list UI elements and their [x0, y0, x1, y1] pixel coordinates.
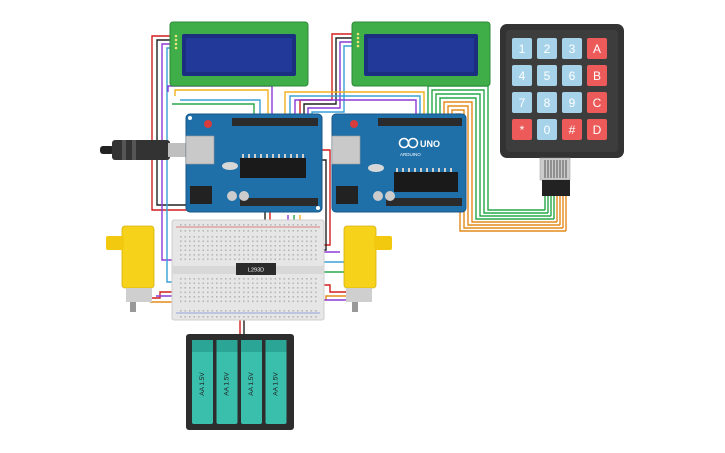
battery-cell: AA 1.5V — [192, 340, 213, 424]
keypad-key-label: 5 — [544, 69, 551, 83]
keypad-key-label: 7 — [519, 96, 526, 110]
keypad-key[interactable]: 9 — [562, 92, 582, 113]
keypad-key-label: 4 — [519, 69, 526, 83]
arduino-board-1 — [185, 113, 323, 213]
arduino-board-2: UNO ARDUINO — [331, 113, 467, 213]
keypad-keys: 1 2 3 A 4 5 6 B 7 8 9 C * 0 # D — [512, 38, 607, 140]
battery-pack: AA 1.5V AA 1.5V AA 1.5V AA 1.5V — [186, 334, 294, 430]
keypad-key-label: 6 — [569, 69, 576, 83]
usb-cable — [100, 140, 188, 160]
keypad-key[interactable]: A — [587, 38, 607, 59]
battery-cell: AA 1.5V — [241, 340, 262, 424]
keypad-key[interactable]: 6 — [562, 65, 582, 86]
keypad-key[interactable]: 5 — [537, 65, 557, 86]
dc-motor-right — [343, 225, 392, 312]
arduino-logo-icon — [398, 137, 419, 149]
battery-cell-label: AA 1.5V — [273, 372, 280, 396]
battery-cell: AA 1.5V — [216, 340, 238, 424]
keypad-key-label: 8 — [544, 96, 551, 110]
keypad-key[interactable]: D — [587, 119, 607, 140]
lcd-display-2 — [351, 21, 491, 87]
keypad-key[interactable]: 7 — [512, 92, 532, 113]
keypad-key-label: 9 — [569, 96, 576, 110]
keypad-key-label: # — [569, 123, 576, 137]
keypad-key[interactable]: 2 — [537, 38, 557, 59]
keypad-key-label: 3 — [569, 42, 576, 56]
keypad-key[interactable]: 1 — [512, 38, 532, 59]
keypad-key-label: 2 — [544, 42, 551, 56]
keypad-key[interactable]: * — [512, 119, 532, 140]
dc-motor-left — [106, 225, 155, 312]
keypad-key[interactable]: B — [587, 65, 607, 86]
battery-cell-label: AA 1.5V — [248, 372, 255, 396]
keypad-key-label: 0 — [544, 123, 551, 137]
arduino-brand-label: ARDUINO — [400, 152, 421, 157]
keypad-key-label: D — [593, 123, 602, 137]
keypad: 1 2 3 A 4 5 6 B 7 8 9 C * 0 # D — [500, 24, 624, 196]
battery-cell-label: AA 1.5V — [199, 372, 206, 396]
keypad-key-label: * — [520, 123, 525, 137]
arduino-model-label: UNO — [420, 139, 440, 149]
battery-cell: AA 1.5V — [265, 340, 287, 424]
lcd-display-1 — [169, 21, 309, 87]
keypad-key-label: C — [593, 96, 602, 110]
battery-cell-label: AA 1.5V — [224, 372, 231, 396]
breadboard: L293D — [171, 219, 325, 321]
keypad-key[interactable]: 3 — [562, 38, 582, 59]
keypad-key[interactable]: 8 — [537, 92, 557, 113]
keypad-key-label: B — [593, 69, 601, 83]
keypad-key[interactable]: 0 — [537, 119, 557, 140]
motor-driver-chip-label: L293D — [248, 268, 264, 274]
keypad-key-label: A — [593, 42, 601, 56]
keypad-key-label: 1 — [519, 42, 526, 56]
keypad-key[interactable]: 4 — [512, 65, 532, 86]
keypad-key[interactable]: # — [562, 119, 582, 140]
keypad-key[interactable]: C — [587, 92, 607, 113]
